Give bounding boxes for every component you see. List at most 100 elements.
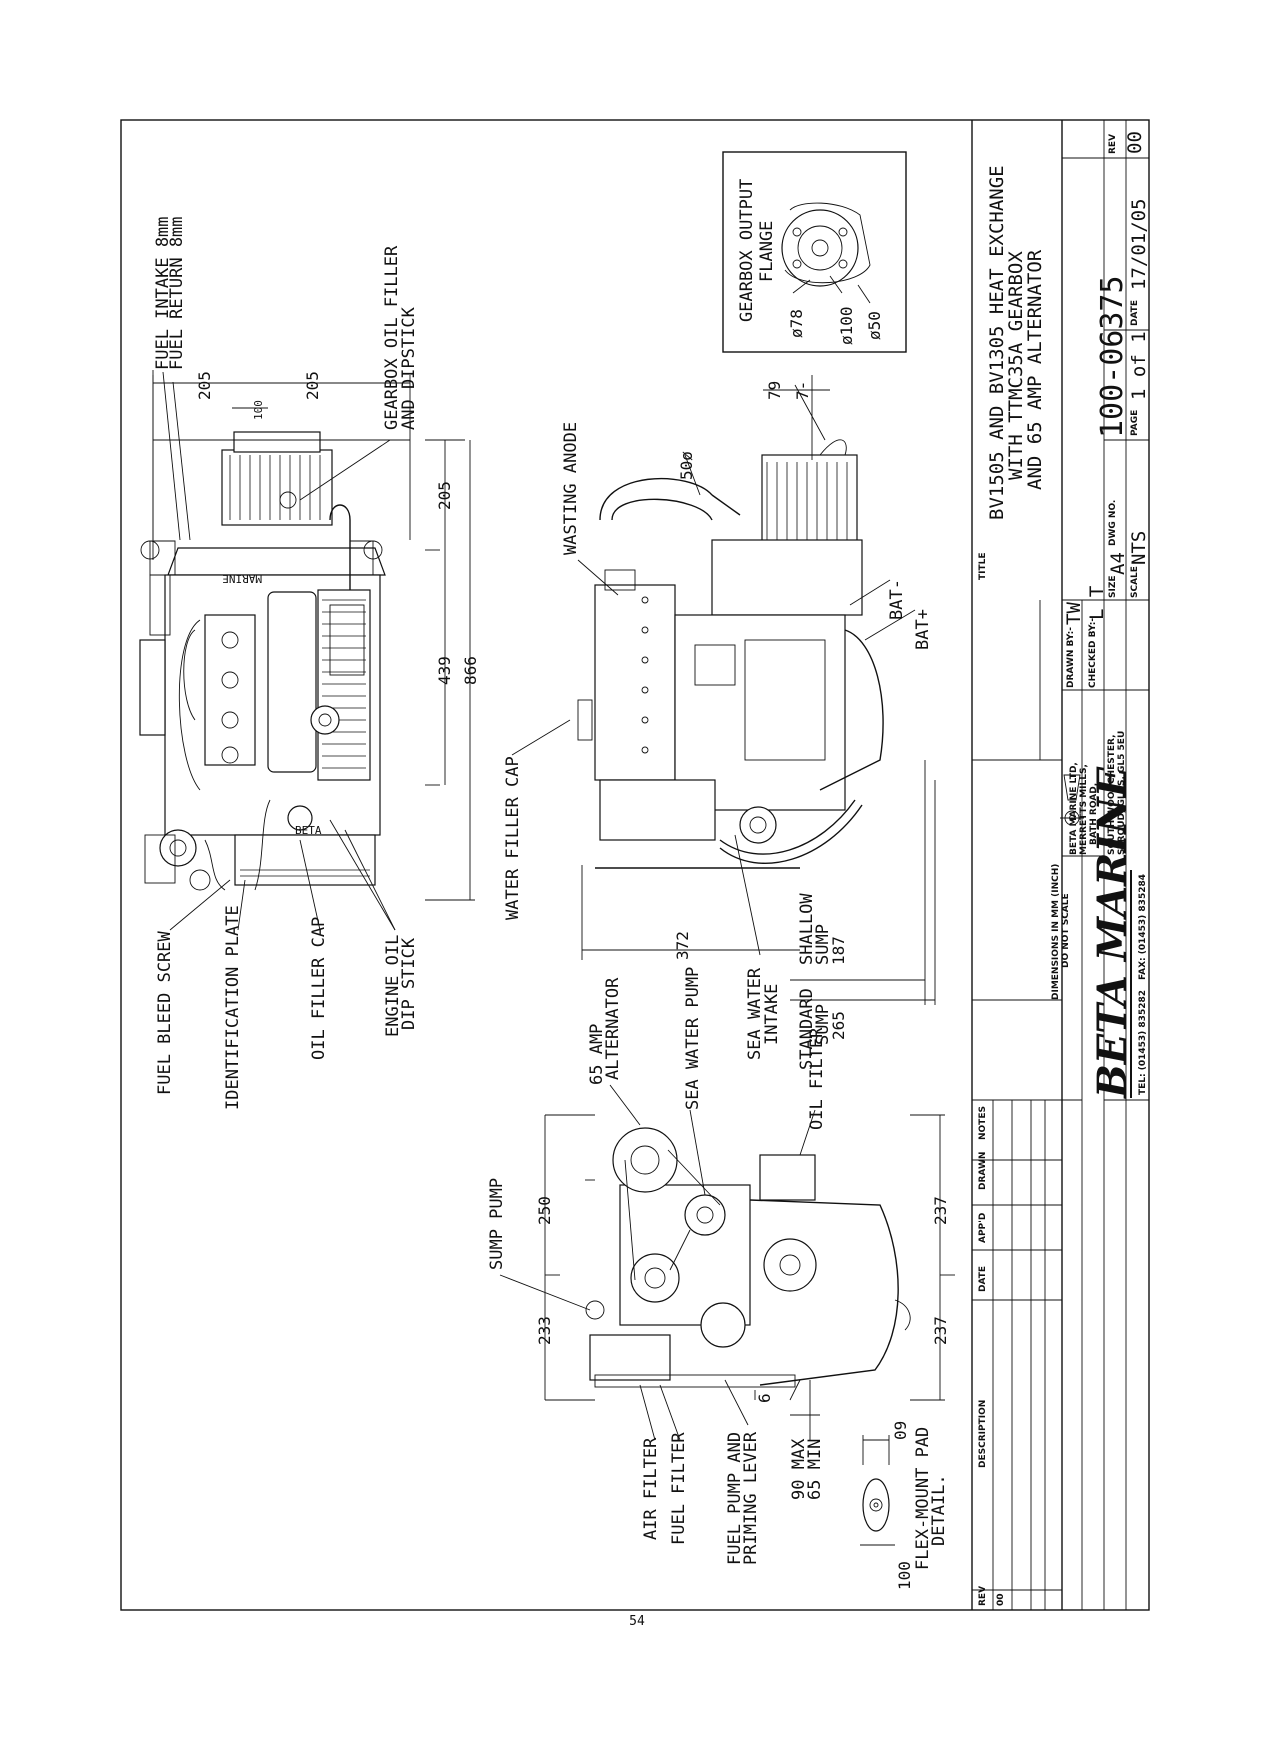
page-number: 54 [629, 1614, 645, 1629]
drawn-col-label: DRAWN [978, 1152, 988, 1190]
title-block: TITLE BV1505 AND BV1305 HEAT EXCHANGE WI… [971, 120, 1150, 1610]
marine-badge: MARINE [222, 572, 262, 585]
flange-dia-100: ø100 [837, 306, 856, 345]
brand-logo: BETA MARINE [1089, 766, 1136, 1099]
label-engine-oil: ENGINE OIL [383, 935, 403, 1037]
dim-79: 79 [765, 381, 784, 400]
label-sump-pump: SUMP PUMP [487, 1178, 507, 1270]
dim-372: 372 [673, 931, 692, 960]
label-fuel-bleed-screw: FUEL BLEED SCREW [155, 930, 175, 1095]
label-dip-stick: DIP STICK [399, 937, 419, 1030]
leader-lines [152, 370, 955, 1441]
label-65-min: 65 MIN [805, 1439, 825, 1500]
gearbox-flange-label-1: GEARBOX OUTPUT [737, 179, 757, 322]
page-label: PAGE [1130, 410, 1140, 436]
checked-by-value: L T [1086, 586, 1108, 620]
beta-badge: BETA [295, 824, 322, 837]
description-col-label: DESCRIPTION [978, 1400, 988, 1468]
dims-note-2: DO NOT SCALE [1061, 893, 1071, 968]
dim-250: 250 [535, 1196, 554, 1225]
page-value: 1 of 1 [1128, 331, 1150, 400]
dim-237-a: 237 [931, 1196, 950, 1225]
label-fuel-pump-1: FUEL PUMP AND [725, 1432, 745, 1565]
label-flex-mount-2: DETAIL. [929, 1474, 949, 1546]
gearbox-flange-label-2: FLANGE [757, 221, 777, 282]
dimension-values: 205 100 205 205 439 866 372 79 7- 50ø 25… [195, 371, 950, 1590]
label-standard-sump-2: SUMP [813, 1004, 833, 1045]
gearbox-flange-detail: GEARBOX OUTPUT FLANGE ø78 ø100 ø50 [722, 151, 907, 353]
size-label: SIZE [1108, 575, 1118, 598]
dim-7: 7- [793, 381, 812, 400]
dim-237-b: 237 [931, 1316, 950, 1345]
label-air-filter: AIR FILTER [641, 1437, 661, 1540]
label-sea-water-intake-2: INTAKE [762, 984, 782, 1045]
tel-number: TEL: (01453) 835282 [1138, 990, 1148, 1095]
drawn-by-value: TW [1063, 602, 1085, 625]
engine-side-view [577, 439, 884, 869]
dim-265: 265 [829, 1011, 848, 1040]
dim-205-c: 205 [435, 481, 454, 510]
title-line-1: BV1505 AND BV1305 HEAT EXCHANGE [986, 165, 1008, 520]
rev-label: REV [1108, 134, 1118, 154]
appd-col-label: APP'D [978, 1213, 988, 1243]
label-alternator: ALTERNATOR [603, 977, 623, 1080]
title-label: TITLE [978, 552, 988, 580]
title-line-2: WITH TTMC35A GEARBOX [1005, 251, 1027, 480]
rev-value: 00 [1124, 131, 1146, 154]
label-gearbox-oil-filler: GEARBOX OIL FILLER [382, 245, 402, 430]
label-identification-plate: IDENTIFICATION PLATE [223, 905, 243, 1110]
label-fuel-intake: FUEL INTAKE 8mm [153, 216, 173, 370]
flange-dia-78: ø78 [787, 309, 806, 338]
engine-front-view [585, 1127, 911, 1388]
dim-205-b: 205 [303, 371, 322, 400]
flange-dia-50: ø50 [865, 311, 884, 340]
dim-09: 09 [891, 1421, 910, 1440]
dwg-no-label: DWG NO. [1108, 500, 1118, 546]
label-fuel-return: FUEL RETURN 8mm [167, 216, 187, 370]
label-shallow-sump-2: SUMP [813, 924, 833, 965]
dim-205-a: 205 [195, 371, 214, 400]
label-standard-sump-1: STANDARD [797, 988, 817, 1070]
dim-6: 6 [755, 1393, 774, 1403]
dim-50-dia: 50ø [677, 451, 696, 480]
address-line-1: BETA MARINE LTD, [1069, 762, 1079, 855]
label-wasting-anode: WASTING ANODE [561, 422, 581, 555]
flex-mount-detail [860, 1435, 895, 1546]
label-bat-plus: BAT+ [913, 609, 933, 650]
rev-col-label: REV [978, 1586, 988, 1606]
label-fuel-pump-2: PRIMING LEVER [741, 1431, 761, 1565]
label-oil-filter: OIL FILTER [807, 1027, 827, 1130]
dims-note-1: DIMENSIONS IN MM (INCH) [1051, 864, 1061, 1000]
scale-value: NTS [1128, 531, 1150, 565]
dim-439: 439 [435, 656, 454, 685]
date-label: DATE [1130, 300, 1140, 326]
dim-100-b: 100 [895, 1561, 914, 1590]
notes-label: NOTES [978, 1106, 988, 1140]
label-flex-mount-1: FLEX-MOUNT PAD [913, 1427, 933, 1570]
date-value: 17/01/05 [1128, 198, 1150, 290]
dwg-no-value: 100-06375 [1095, 275, 1130, 438]
drawing-border [120, 119, 1150, 1611]
label-fuel-filter: FUEL FILTER [669, 1432, 689, 1545]
label-bat-minus: BAT- [887, 579, 907, 620]
label-sea-water-pump: SEA WATER PUMP [683, 967, 703, 1110]
label-sea-water-intake-1: SEA WATER [745, 967, 765, 1060]
address-line-3: BATH ROAD, [1089, 783, 1099, 845]
dim-187: 187 [829, 936, 848, 965]
date-col-label: DATE [978, 1266, 988, 1292]
label-oil-filler-cap: OIL FILLER CAP [309, 917, 329, 1060]
address-line-4: SOUTH WOODCHESTER, [1107, 734, 1117, 855]
dim-233: 233 [535, 1316, 554, 1345]
title-line-3: AND 65 AMP ALTERNATOR [1024, 249, 1046, 490]
rev-col-value: 00 [996, 1593, 1006, 1606]
label-90-max: 90 MAX [789, 1438, 809, 1500]
label-and-dipstick: AND DIPSTICK [399, 306, 419, 430]
fax-number: FAX: (01453) 835284 [1138, 874, 1148, 980]
drawn-by-label: DRAWN BY:- [1066, 627, 1076, 688]
scale-label: SCALE [1130, 566, 1140, 598]
size-value: A4 [1107, 552, 1129, 575]
label-65-amp: 65 AMP [587, 1024, 607, 1085]
engine-plan-view: BETA MARINE [139, 431, 386, 891]
label-shallow-sump-1: SHALLOW [797, 893, 817, 965]
